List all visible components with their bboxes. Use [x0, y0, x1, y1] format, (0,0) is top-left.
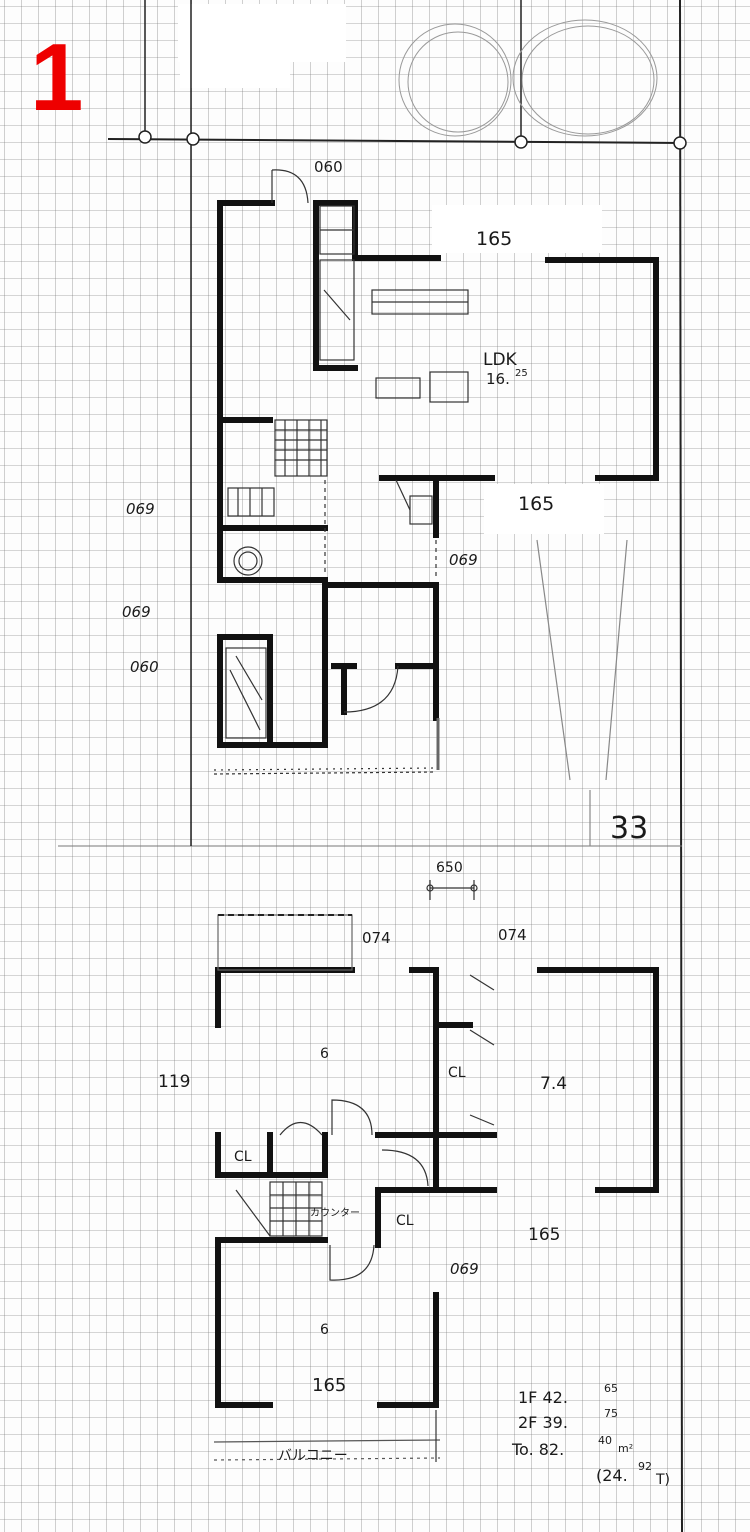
sheet-frame	[58, 0, 683, 1532]
whiteout-patch-top	[178, 4, 346, 62]
tree-sketch	[398, 19, 658, 137]
whiteout-patch-165	[432, 205, 602, 253]
page-number: 1	[30, 24, 84, 131]
floor1-labels: 060 165 LDK 16. 25 165 069 069 069 060 3…	[122, 158, 648, 846]
whiteout-patch-165b	[484, 484, 604, 534]
area-tsubo-sup: 92	[638, 1460, 652, 1473]
f1-dim-inner: 069	[449, 551, 478, 569]
f1-dim-left-2: 069	[122, 603, 151, 621]
f2-room-right-area: 7.4	[540, 1074, 567, 1094]
f1-dim-top: 060	[314, 158, 343, 176]
f1-dim-left-1: 069	[126, 500, 155, 518]
area-total-sup: 40	[598, 1434, 612, 1447]
f2-dim-left: 119	[158, 1072, 190, 1092]
floor2-fixtures	[213, 880, 495, 1462]
whiteout-patch-top-2	[180, 60, 290, 88]
f1-dim-left-3: 060	[130, 658, 159, 676]
floor1-fixtures	[213, 169, 628, 846]
f2-dim-right-bottom: 165	[528, 1225, 560, 1245]
f2-dim-inner: 069	[450, 1260, 479, 1278]
f2-dim-a: 074	[362, 929, 391, 947]
area-2f-sup: 75	[604, 1407, 618, 1420]
floor2-labels: 650 074 074 119 6 CL CL CL 7.4 165 カウンター…	[158, 860, 567, 1464]
f2-dim-room-depth: 6	[320, 1046, 329, 1062]
f1-dim-ldk-width: 165	[476, 228, 512, 250]
f2-dim-bottom-depth: 6	[320, 1322, 329, 1338]
f2-closet-c: CL	[396, 1213, 414, 1229]
f2-dim-b: 074	[498, 926, 527, 944]
area-tsubo: (24.	[596, 1466, 628, 1485]
area-1f: 1F 42.	[518, 1388, 568, 1407]
floor2-walls	[215, 967, 659, 1408]
f1-ldk-label: LDK	[483, 350, 518, 370]
f2-dim-bottom-width: 165	[312, 1375, 346, 1396]
f1-corner-number: 33	[610, 811, 648, 846]
f1-ldk-area: 16.	[486, 370, 510, 388]
f2-closet-a: CL	[448, 1065, 466, 1081]
f1-ldk-area-sup: 25	[515, 368, 528, 379]
f2-closet-b: CL	[234, 1149, 252, 1165]
f2-counter-label: カウンター	[310, 1207, 360, 1219]
area-summary: 1F 42. 65 2F 39. 75 To. 82. 40 m² (24. 9…	[511, 1382, 670, 1488]
f2-dim-top: 650	[436, 860, 463, 876]
f2-balcony-label: バルコニー	[278, 1448, 348, 1464]
area-total: To. 82.	[511, 1440, 564, 1459]
f1-dim-mid-right: 165	[518, 493, 554, 515]
floor1-walls	[217, 200, 659, 748]
area-2f: 2F 39.	[518, 1413, 568, 1432]
area-tsubo-unit: T)	[655, 1472, 670, 1488]
top-axis-line	[107, 0, 687, 846]
area-1f-sup: 65	[604, 1382, 618, 1395]
area-unit: m²	[618, 1442, 633, 1455]
